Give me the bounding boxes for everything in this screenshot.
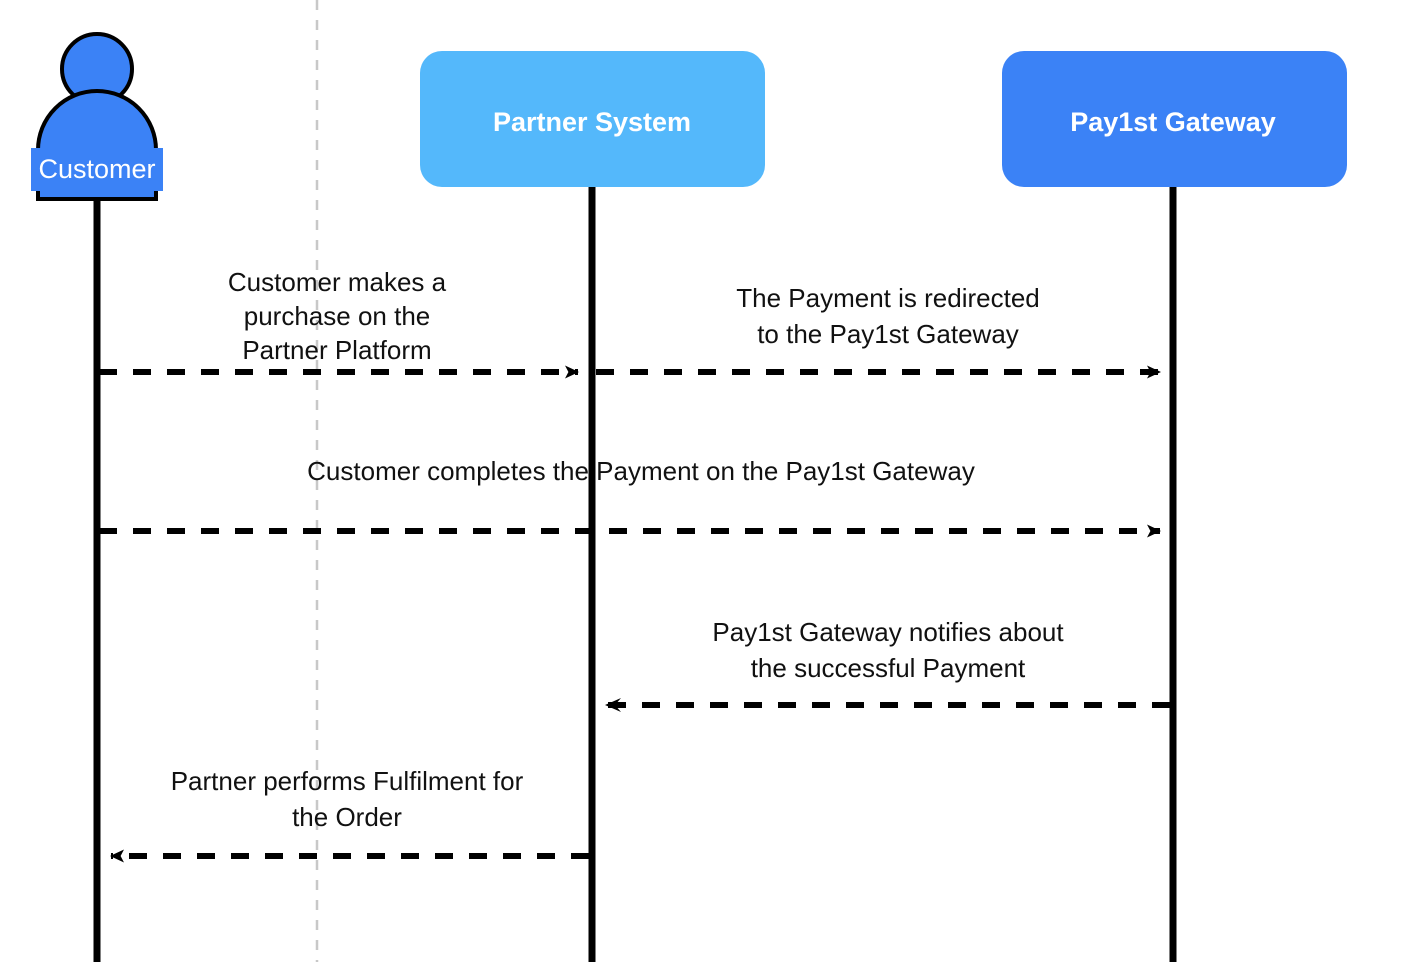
message-label-m3-line1: Customer completes the Payment on the Pa… [307, 456, 975, 486]
actor-label-backdrop [31, 148, 163, 191]
participant-partner-system[interactable]: Partner System [420, 51, 765, 187]
participant-pay1st-gateway[interactable]: Pay1st Gateway [1002, 51, 1347, 187]
message-label-m1-line3: Partner Platform [242, 335, 431, 365]
message-payment-redirected[interactable]: The Payment is redirected to the Pay1st … [596, 283, 1161, 379]
message-customer-makes-purchase[interactable]: Customer makes a purchase on the Partner… [99, 267, 579, 379]
message-label-m2-line1: The Payment is redirected [736, 283, 1039, 313]
message-customer-completes-payment[interactable]: Customer completes the Payment on the Pa… [99, 456, 1161, 538]
participant-label-pay1st-gateway: Pay1st Gateway [1070, 107, 1276, 137]
message-label-m2-line2: to the Pay1st Gateway [757, 319, 1019, 349]
message-label-m4-line2: the successful Payment [751, 653, 1026, 683]
participant-box-pay1st-gateway [1002, 51, 1347, 187]
message-label-m5-line2: the Order [292, 802, 402, 832]
message-gateway-notifies[interactable]: Pay1st Gateway notifies about the succes… [605, 617, 1170, 712]
actor-customer[interactable]: Customer [31, 32, 163, 201]
participant-box-partner-system [420, 51, 765, 187]
message-label-m1-line2: purchase on the [244, 301, 430, 331]
actor-label-customer: Customer [38, 154, 155, 184]
message-partner-fulfilment[interactable]: Partner performs Fulfilment for the Orde… [110, 766, 589, 863]
message-label-m1-line1: Customer makes a [228, 267, 447, 297]
message-label-m5-line1: Partner performs Fulfilment for [171, 766, 524, 796]
participant-label-partner-system: Partner System [493, 107, 691, 137]
message-label-m4-line1: Pay1st Gateway notifies about [712, 617, 1064, 647]
